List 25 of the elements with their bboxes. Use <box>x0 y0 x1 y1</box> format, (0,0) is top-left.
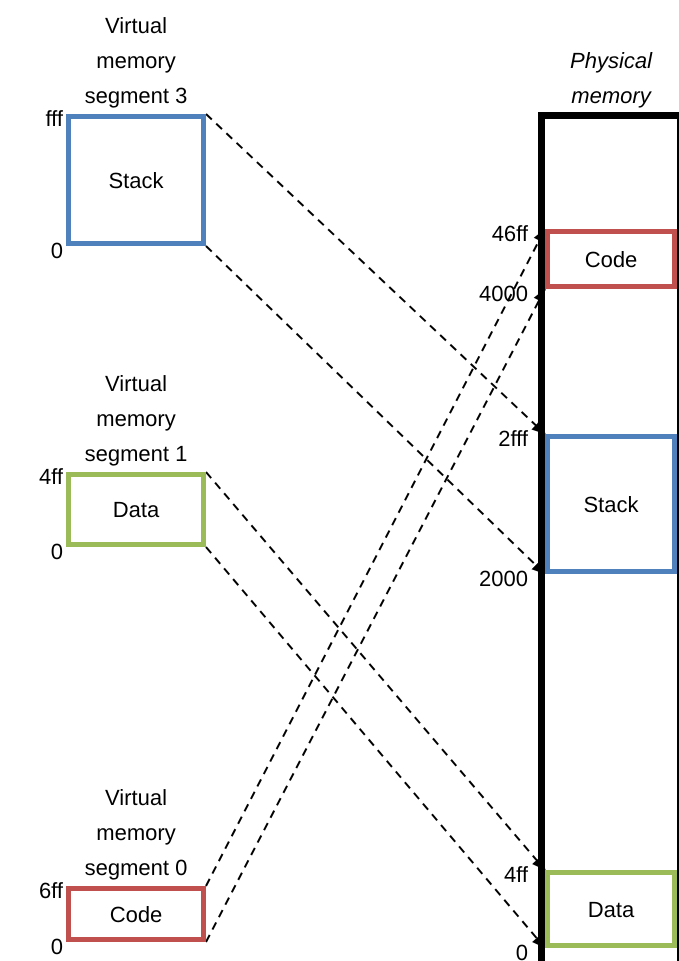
address-label: fff <box>45 108 63 130</box>
arrow <box>205 113 546 435</box>
address-label: 2000 <box>479 568 528 590</box>
address-label: 0 <box>50 936 63 958</box>
memory-heading: Virtual memory segment 1 <box>84 370 188 468</box>
address-label: 46ff <box>492 223 528 245</box>
segment-name: Data <box>588 896 634 924</box>
address-label: 4ff <box>504 864 528 886</box>
address-label: 4ff <box>38 466 63 488</box>
segment-name: Code <box>110 900 162 928</box>
address-label: 2fff <box>498 428 528 450</box>
arrow <box>205 288 546 942</box>
memory-heading: Virtual memory segment 3 <box>84 12 188 110</box>
arrow <box>205 471 546 871</box>
memory-heading: Virtual memory segment 0 <box>84 784 188 882</box>
segment-name: Code <box>584 246 638 274</box>
address-label: 0 <box>516 942 528 961</box>
segment-name: Stack <box>583 490 639 518</box>
address-label: 0 <box>50 240 63 262</box>
memory-heading: Physical memory <box>569 47 654 110</box>
segment-name: Stack <box>108 166 164 194</box>
segment-name: Data <box>112 496 160 524</box>
address-label: 0 <box>50 541 63 563</box>
address-label: 6ff <box>38 880 63 902</box>
address-label: 4000 <box>479 283 528 305</box>
